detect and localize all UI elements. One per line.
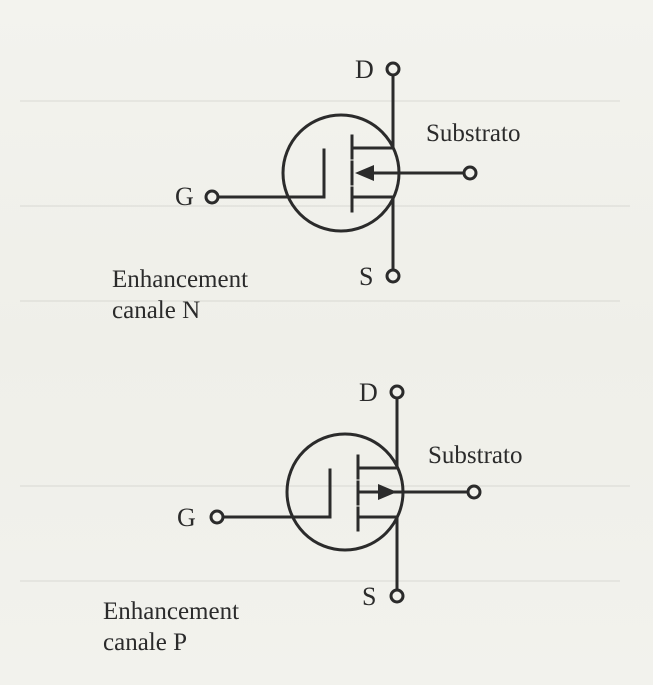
n-caption-line2: canale N <box>112 297 201 324</box>
bleed-line <box>20 100 620 102</box>
p-outward-arrow-icon <box>378 484 397 500</box>
n-source-terminal <box>385 268 401 284</box>
p-drain-terminal <box>389 384 405 400</box>
bleed-line <box>20 205 630 207</box>
n-source-label: S <box>359 262 374 291</box>
bleed-line <box>20 300 620 302</box>
p-caption-line1: Enhancement <box>103 598 240 625</box>
p-channel-symbol <box>209 384 482 604</box>
n-channel-symbol <box>204 61 478 284</box>
n-substrate-label: Substrato <box>426 120 521 147</box>
p-caption: Enhancement canale P <box>103 596 239 658</box>
p-source-terminal <box>389 588 405 604</box>
n-caption: Enhancement canale N <box>112 264 248 326</box>
p-drain-label: D <box>359 378 378 407</box>
bleed-line <box>20 485 630 487</box>
p-caption-line2: canale P <box>103 629 187 656</box>
p-substrate-terminal <box>466 484 482 500</box>
p-gate-label: G <box>177 503 196 532</box>
n-gate-terminal <box>204 189 220 205</box>
n-gate-label: G <box>175 182 194 211</box>
n-drain-label: D <box>355 55 374 84</box>
p-source-label: S <box>362 582 377 611</box>
bleed-line <box>20 580 620 582</box>
p-substrate-label: Substrato <box>428 442 523 469</box>
n-inward-arrow-icon <box>355 165 374 181</box>
n-drain-terminal <box>385 61 401 77</box>
n-caption-line1: Enhancement <box>112 266 249 293</box>
p-gate-terminal <box>209 509 225 525</box>
n-substrate-terminal <box>462 165 478 181</box>
